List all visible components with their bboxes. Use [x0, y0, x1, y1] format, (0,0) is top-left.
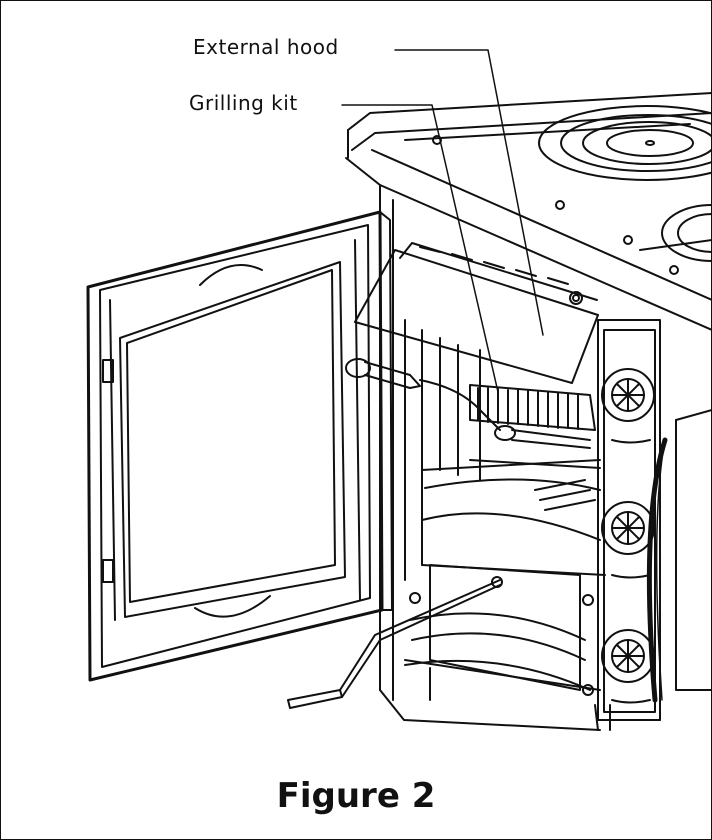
- control-panel: [597, 319, 661, 721]
- oven-handle: [646, 437, 668, 703]
- oven-opening: [404, 319, 606, 581]
- grilling-kit: [469, 384, 601, 511]
- figure-caption: Figure 2: [276, 776, 436, 816]
- callout-grilling-kit: Grilling kit: [189, 91, 298, 115]
- skewer-handle: [345, 358, 501, 431]
- ash-tool: [287, 579, 501, 709]
- callout-external-hood: External hood: [193, 35, 339, 59]
- leader-lines: [341, 49, 544, 393]
- hotplate-large: [538, 105, 712, 181]
- hotplate-small: [661, 204, 712, 262]
- oven-door: [86, 210, 393, 682]
- cooktop: [345, 92, 712, 331]
